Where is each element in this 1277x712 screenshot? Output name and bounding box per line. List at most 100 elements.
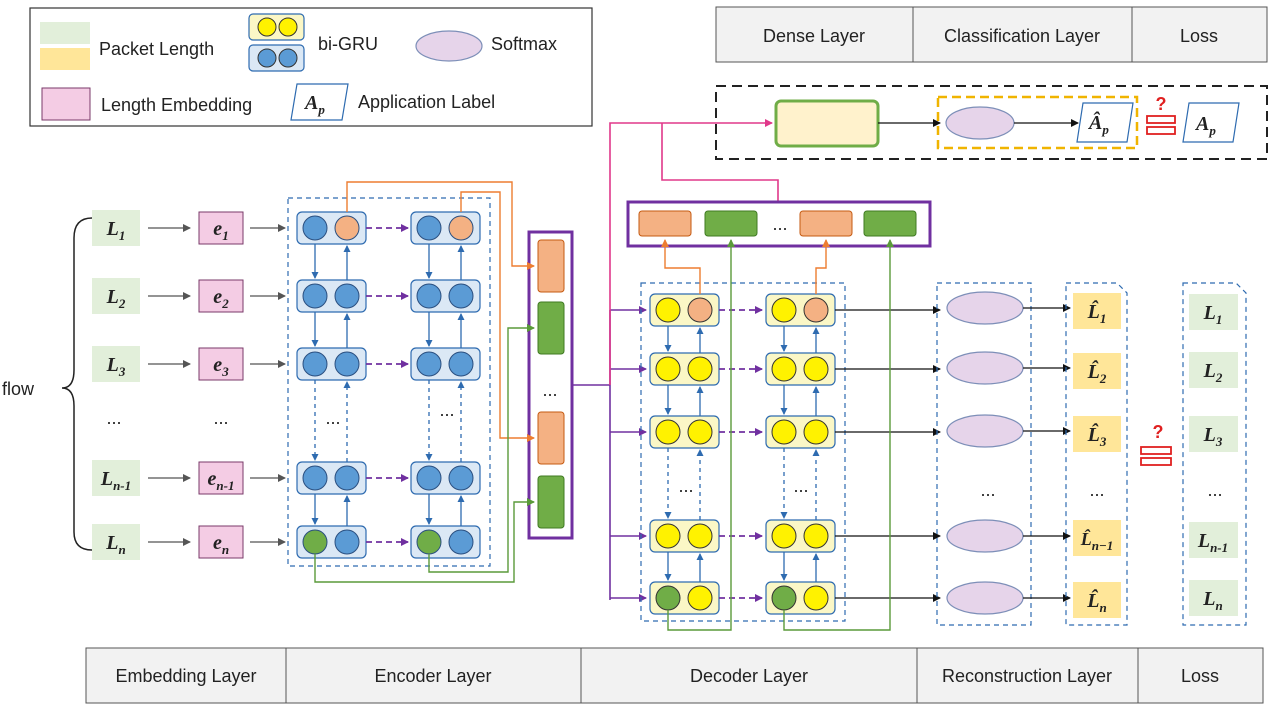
decoder-hidden-backward (803, 297, 829, 323)
dense-input-link (609, 119, 773, 385)
decoder-hidden-backward (803, 523, 829, 549)
decoder-hidden-backward (687, 419, 713, 445)
decoder-hidden-forward (655, 356, 681, 382)
header-decoder-layer: Decoder Layer (690, 666, 808, 686)
header-classification-layer: Classification Layer (944, 26, 1100, 46)
classification-softmax-box (936, 95, 1139, 150)
decoder-link-orange (815, 239, 830, 294)
encoder-hidden-backward (448, 529, 474, 555)
svg-text:Ap: Ap (303, 92, 325, 117)
legend-application-label-icon: Ap (290, 83, 349, 121)
reconstruction-equal-bottom (1140, 457, 1172, 466)
decoder-hidden-backward (803, 419, 829, 445)
legend-packet-length: Packet Length (99, 39, 214, 59)
encoder-hidden-backward (448, 465, 474, 491)
legend-pink-swatch (41, 87, 91, 121)
true-label: Ap (1182, 102, 1240, 143)
top-layer-header: Dense Layer Classification Layer Loss (715, 6, 1268, 63)
encoder-state-forward (537, 475, 565, 529)
predicted-label: Âp (1076, 102, 1134, 143)
decoder-link-green (783, 239, 894, 631)
input-label: Ln (105, 532, 125, 557)
encoder-state-backward (537, 239, 565, 293)
classification-question-mark: ? (1156, 94, 1167, 114)
encoder-ellipsis: ... (439, 400, 454, 420)
encoder-state-backward (537, 411, 565, 465)
encoder-state-forward (537, 301, 565, 355)
encoder-hidden-forward (416, 283, 442, 309)
embedding-label: e2 (213, 286, 229, 311)
reconstructed-length (1073, 582, 1121, 618)
reconstruction-softmax (946, 291, 1024, 325)
decoder-state-backward (638, 210, 692, 237)
classification-equal-sign (1146, 115, 1176, 135)
target-label: Ln (1202, 588, 1222, 613)
embedding-label: e1 (213, 218, 228, 243)
length-embedding (198, 525, 244, 559)
encoder-hidden-forward (416, 529, 442, 555)
decoder-ellipsis: ... (678, 476, 693, 496)
encoder-hidden-backward (334, 529, 360, 555)
encoder-link-green (428, 324, 535, 573)
embedding-label: en-1 (208, 468, 235, 493)
input-label: L3 (106, 354, 126, 379)
encoder-hidden-backward (334, 283, 360, 309)
embedding-ellipsis: ... (213, 408, 228, 428)
legend-green-swatch (40, 22, 90, 44)
reconstruction-layer-box (936, 282, 1032, 626)
reconstructed-length (1073, 293, 1121, 329)
decoder-hidden-forward (771, 297, 797, 323)
legend-length-embedding: Length Embedding (101, 95, 252, 115)
reconstruction-equal-top (1140, 446, 1172, 455)
decoder-hidden-backward (687, 356, 713, 382)
encoder-hidden-forward (302, 351, 328, 377)
decoder-hidden-forward (655, 523, 681, 549)
encoder-hidden-backward (448, 215, 474, 241)
encoder-ellipsis: ... (325, 408, 340, 428)
reconstruction-question-mark: ? (1153, 422, 1164, 442)
encoder-hidden-forward (416, 351, 442, 377)
encoder-hidden-forward (416, 215, 442, 241)
legend-bigru-label: bi-GRU (318, 34, 378, 54)
decoder-hidden-forward (655, 297, 681, 323)
svg-text:Ap: Ap (1194, 113, 1216, 138)
reconstruction-ellipsis: ... (980, 480, 995, 500)
target-label: L2 (1203, 360, 1223, 385)
input-packet-length (92, 210, 140, 246)
legend-yellow-swatch (40, 48, 90, 70)
target-label: Ln-1 (1197, 530, 1228, 555)
decoder-hidden-forward (655, 419, 681, 445)
reconstruction-softmax (946, 414, 1024, 448)
decoder-hidden-backward (803, 356, 829, 382)
input-packet-length (92, 524, 140, 560)
reconstructed-length (1073, 353, 1121, 389)
encoder-hidden-forward (416, 465, 442, 491)
target-packet-length (1189, 416, 1238, 452)
reconstructed-label: L̂2 (1087, 359, 1107, 386)
encoder-link-orange (460, 191, 535, 442)
encoder-hidden-forward (302, 465, 328, 491)
length-embedding (198, 279, 244, 313)
encoder-hidden-backward (334, 215, 360, 241)
reconstructed-length (1073, 520, 1121, 556)
decoder-vector-ellipsis: ... (772, 214, 787, 234)
length-embedding (198, 347, 244, 381)
decoder-hidden-forward (655, 585, 681, 611)
input-packet-length (92, 460, 140, 496)
legend-bigru-icon (248, 13, 305, 72)
embedding-label: e3 (213, 354, 229, 379)
legend-application-label: Application Label (358, 92, 495, 112)
decoder-hidden-forward (771, 356, 797, 382)
target-packet-length (1189, 294, 1238, 330)
reconstructed-output-box (1065, 282, 1128, 626)
legend: Packet Length bi-GRU Softmax Length Embe… (29, 7, 593, 127)
reconstruction-softmax (946, 581, 1024, 615)
decoder-ellipsis: ... (793, 476, 808, 496)
length-embedding (198, 211, 244, 245)
input-label: L2 (106, 286, 126, 311)
reconstructed-ellipsis: ... (1089, 480, 1104, 500)
classification-branch: Âp ? Ap (715, 85, 1268, 160)
encoder-link-orange (346, 181, 535, 270)
decoder-layer-box (640, 282, 846, 622)
svg-text:Âp: Âp (1087, 110, 1109, 137)
